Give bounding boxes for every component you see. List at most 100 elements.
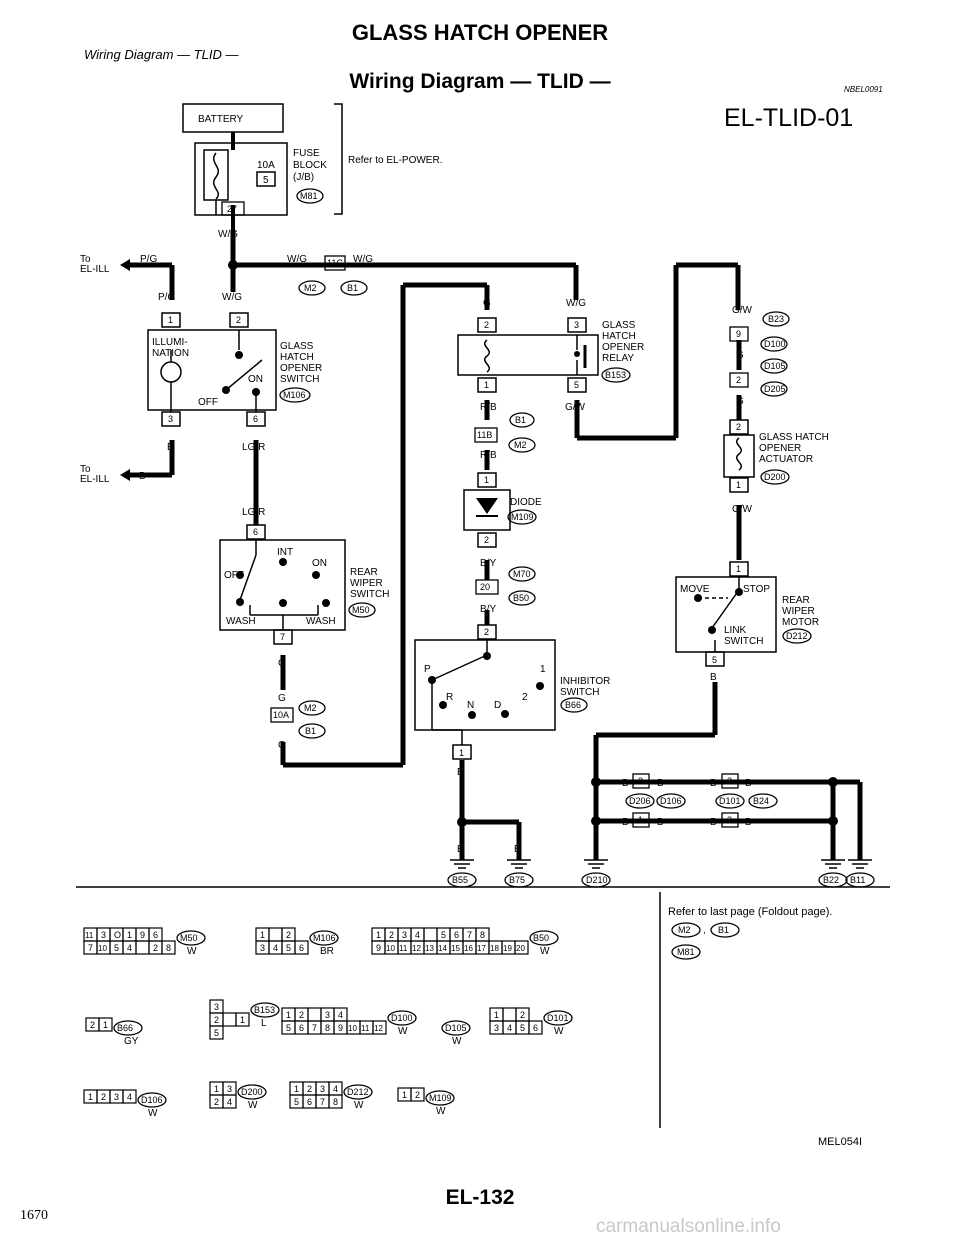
- wire-label-wg-4: W/G: [222, 292, 242, 303]
- legend-pin: 12: [374, 1024, 383, 1033]
- gh-switch-label-3: OPENER: [280, 363, 322, 374]
- legend-pin: 1: [103, 1020, 108, 1030]
- legend-pin: 11: [361, 1024, 370, 1033]
- watermark: carmanualsonline.info: [596, 1216, 781, 1237]
- wire-label-b-1: B: [167, 442, 174, 453]
- legend-pin: 3: [114, 1092, 119, 1102]
- legend-pin: 11: [399, 944, 408, 953]
- legend-pin: 9: [376, 943, 381, 953]
- legend-pin: 8: [166, 943, 171, 953]
- wire-label-g-3: G: [278, 740, 286, 751]
- legend-pin: 1: [494, 1010, 499, 1020]
- legend-pin: 6: [307, 1097, 312, 1107]
- legend-connector-name: B50: [533, 933, 549, 943]
- legend-pin: 1: [127, 930, 132, 940]
- legend-pin: 1: [294, 1084, 299, 1094]
- legend-pin: 5: [286, 1023, 291, 1033]
- legend-connector-color: BR: [320, 946, 334, 957]
- fuse-block-box: [194, 142, 288, 216]
- gh-switch-pin-6: 6: [253, 414, 258, 424]
- legend-pin: 2: [90, 1020, 95, 1030]
- legend-pin: 6: [299, 1023, 304, 1033]
- legend-pin: 7: [88, 943, 93, 953]
- legend-pin: 10: [98, 944, 107, 953]
- ground-b55: B55: [447, 859, 477, 888]
- ground-label: B55: [452, 875, 468, 885]
- diode-box: [463, 489, 511, 531]
- gh-switch-off: OFF: [198, 397, 218, 408]
- legend-connector-name: M106: [313, 933, 336, 943]
- conn-d101: D101: [719, 796, 741, 806]
- legend-pin: 8: [480, 930, 485, 940]
- wire-label-b-13: B: [710, 817, 717, 828]
- conn-d106: D106: [660, 796, 682, 806]
- legend-pin: 4: [273, 943, 278, 953]
- page-number: 1670: [20, 1208, 48, 1223]
- legend-pin: 10: [348, 1024, 357, 1033]
- legend-pin: 13: [425, 944, 434, 953]
- legend-connector-color: L: [261, 1018, 267, 1029]
- diagram-reference-id: EL-TLID-01: [724, 104, 854, 132]
- conn-d105: D105: [764, 361, 786, 371]
- wiper-motor-connector: D212: [786, 631, 808, 641]
- actuator-connector: D200: [764, 472, 786, 482]
- fuse-block-label-1: FUSE: [293, 148, 320, 159]
- refer-conn-m2: M2: [678, 925, 691, 935]
- diode-symbol: [476, 498, 498, 514]
- legend-pin: 2: [520, 1010, 525, 1020]
- gh-switch-pin-2: 2: [236, 315, 241, 325]
- foldout-reference-note: Refer to last page (Foldout page).: [668, 906, 833, 918]
- actuator-pin-1: 1: [736, 480, 741, 490]
- legend-pin: 2: [153, 943, 158, 953]
- legend-connector-name: B153: [254, 1005, 275, 1015]
- wiper-motor-label-3: MOTOR: [782, 617, 819, 628]
- inhibitor-connector: B66: [565, 700, 581, 710]
- illumination-label-1: ILLUMI-: [152, 337, 188, 348]
- relay-label-4: RELAY: [602, 353, 634, 364]
- to-ill-bottom-1: To: [80, 464, 91, 475]
- legend-pin: 12: [412, 944, 421, 953]
- legend-pin: 1: [214, 1084, 219, 1094]
- gh-switch-pin-3: 3: [168, 414, 173, 424]
- legend-pin: 7: [312, 1023, 317, 1033]
- conn-m2-top: M2: [304, 283, 317, 293]
- relay-label-2: HATCH: [602, 331, 636, 342]
- wire-group: [128, 230, 863, 860]
- pin-20: 20: [480, 582, 490, 592]
- diode-connector: M109: [511, 512, 534, 522]
- legend-pin: 3: [402, 930, 407, 940]
- legend-pin: 6: [299, 943, 304, 953]
- wiper-switch-connector: M50: [352, 605, 370, 615]
- wiper-motor-pin-5: 5: [712, 655, 717, 665]
- refer-power-note: Refer to EL-POWER.: [348, 155, 442, 166]
- conn-b1-mid: B1: [515, 415, 526, 425]
- legend-pin: 8: [333, 1097, 338, 1107]
- actuator-label-1: GLASS HATCH: [759, 432, 829, 443]
- legend-pin: 1: [402, 1090, 407, 1100]
- wire-label-b-10: B: [745, 778, 752, 789]
- legend-pin: 5: [286, 943, 291, 953]
- wire-label-by-1: B/Y: [480, 558, 496, 569]
- inhibitor-box: [414, 639, 556, 731]
- actuator-box: [723, 434, 755, 478]
- legend-connector-color: W: [354, 1100, 364, 1111]
- conn-m2-mid: M2: [514, 440, 527, 450]
- legend-pin: 9: [338, 1023, 343, 1033]
- legend-pin: 16: [464, 944, 473, 953]
- relay-pin-5: 5: [574, 380, 579, 390]
- relay-connector: B153: [605, 370, 626, 380]
- wire-label-g-6: G: [736, 396, 744, 407]
- ground-label: B22: [823, 875, 839, 885]
- wiper-switch-label-3: SWITCH: [350, 589, 389, 600]
- legend-connector-color: W: [452, 1036, 462, 1047]
- actuator-label-3: ACTUATOR: [759, 454, 813, 465]
- legend-connector-color: W: [554, 1026, 564, 1037]
- wire-label-b-9: B: [710, 778, 717, 789]
- legend-pin: 7: [320, 1097, 325, 1107]
